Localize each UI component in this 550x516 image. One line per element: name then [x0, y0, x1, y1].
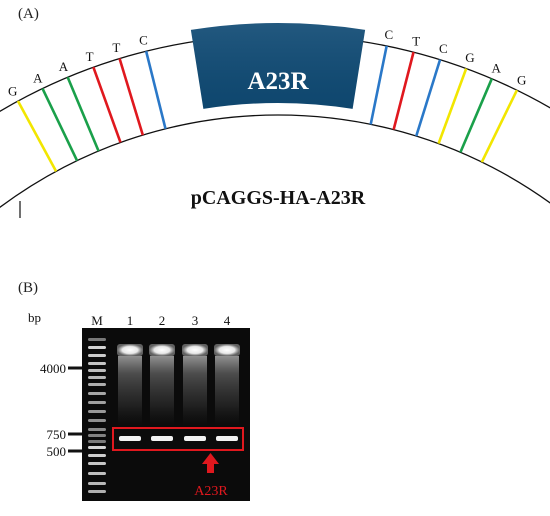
left-base-rung-3 — [66, 76, 100, 152]
left-base-letter-6: C — [139, 33, 148, 48]
ladder-band-2 — [88, 346, 106, 349]
ladder-band-17 — [88, 462, 106, 465]
plasmid-name: pCAGGS-HA-A23R — [191, 187, 366, 209]
lane-1-insert-band — [119, 436, 141, 441]
lane-4-insert-band — [216, 436, 238, 441]
ladder-band-11 — [88, 419, 106, 422]
lane-2-insert-band — [151, 436, 173, 441]
ladder-band-19 — [88, 482, 106, 485]
right-base-rung-1 — [369, 45, 388, 125]
lane-label-1: 1 — [127, 313, 134, 328]
ladder-band-9 — [88, 401, 106, 404]
gel-lanes — [88, 338, 240, 493]
lane-label-m: M — [91, 313, 103, 328]
left-base-rung-6 — [144, 50, 167, 130]
right-base-letter-4: G — [465, 50, 474, 65]
lane-3-smear — [183, 356, 207, 426]
ladder-band-13 — [88, 434, 106, 437]
lane-label-2: 2 — [159, 313, 166, 328]
lane-3-insert-band — [184, 436, 206, 441]
lane-1-smear — [118, 356, 142, 426]
left-base-letter-3: A — [59, 59, 69, 74]
target-band-highlight — [112, 427, 244, 451]
band-label: A23R — [194, 484, 228, 499]
right-base-rung-2 — [392, 51, 415, 130]
ladder-band-18 — [88, 472, 106, 475]
left-base-letter-1: G — [8, 83, 17, 98]
left-base-rung-5 — [118, 58, 145, 136]
lane-4-smear — [215, 356, 239, 426]
right-base-rung-3 — [415, 59, 442, 137]
left-base-letter-5: T — [112, 40, 120, 55]
marker-label-4000: 4000 — [40, 361, 66, 376]
ladder-band-1 — [88, 338, 106, 341]
ladder-band-15 — [88, 446, 106, 449]
left-base-letter-4: T — [86, 49, 94, 64]
ladder-band-10 — [88, 410, 106, 413]
agarose-gel-figure: bp M 1 2 3 4 4000 750 500 A23R — [28, 310, 250, 501]
lane-2-plasmid-band — [149, 344, 175, 356]
ladder-band-20 — [88, 490, 106, 493]
ladder-band-3 — [88, 354, 106, 357]
right-base-letter-5: A — [491, 61, 501, 76]
marker-labels: 4000 750 500 — [40, 361, 82, 459]
left-base-letter-2: A — [33, 71, 43, 86]
ladder-band-7 — [88, 383, 106, 386]
band-arrow-icon — [202, 453, 219, 473]
lane-3-plasmid-band — [182, 344, 208, 356]
ladder-band-5 — [88, 369, 106, 372]
ladder-band-6 — [88, 376, 106, 379]
lane-labels: M 1 2 3 4 — [91, 313, 231, 328]
left-junction-bases: G A A T T C — [8, 33, 167, 172]
ladder-band-4 — [88, 362, 106, 365]
left-base-rung-1 — [16, 100, 58, 172]
marker-label-750: 750 — [47, 427, 67, 442]
right-base-rung-4 — [437, 68, 468, 145]
lane-label-4: 4 — [224, 313, 231, 328]
gene-insert-label: A23R — [247, 68, 309, 95]
gene-insert-box — [190, 23, 366, 109]
plasmid-diagram: G A A T T C C T C G A G A23R pCAGGS-HA-A23R — [0, 23, 550, 218]
lane-2-smear — [150, 356, 174, 426]
ladder-band-8 — [88, 392, 106, 395]
lane-1-plasmid-band — [117, 344, 143, 356]
panel-a-label: (A) — [18, 6, 39, 22]
ladder-band-14 — [88, 440, 106, 443]
ladder-band-16 — [88, 454, 106, 457]
right-base-rung-6 — [480, 89, 519, 163]
lane-4-plasmid-band — [214, 344, 240, 356]
left-base-rung-4 — [92, 66, 122, 143]
right-base-letter-6: G — [517, 72, 526, 87]
left-base-rung-2 — [41, 87, 79, 162]
panel-b-label: (B) — [18, 280, 38, 296]
right-base-rung-5 — [459, 78, 494, 153]
right-base-letter-3: C — [439, 41, 448, 56]
marker-label-500: 500 — [47, 444, 67, 459]
right-base-letter-1: C — [385, 27, 394, 42]
ladder-band-12 — [88, 428, 106, 431]
lane-label-3: 3 — [192, 313, 199, 328]
right-junction-bases: C T C G A G — [369, 27, 526, 163]
right-base-letter-2: T — [412, 33, 420, 48]
unit-label: bp — [28, 310, 41, 325]
